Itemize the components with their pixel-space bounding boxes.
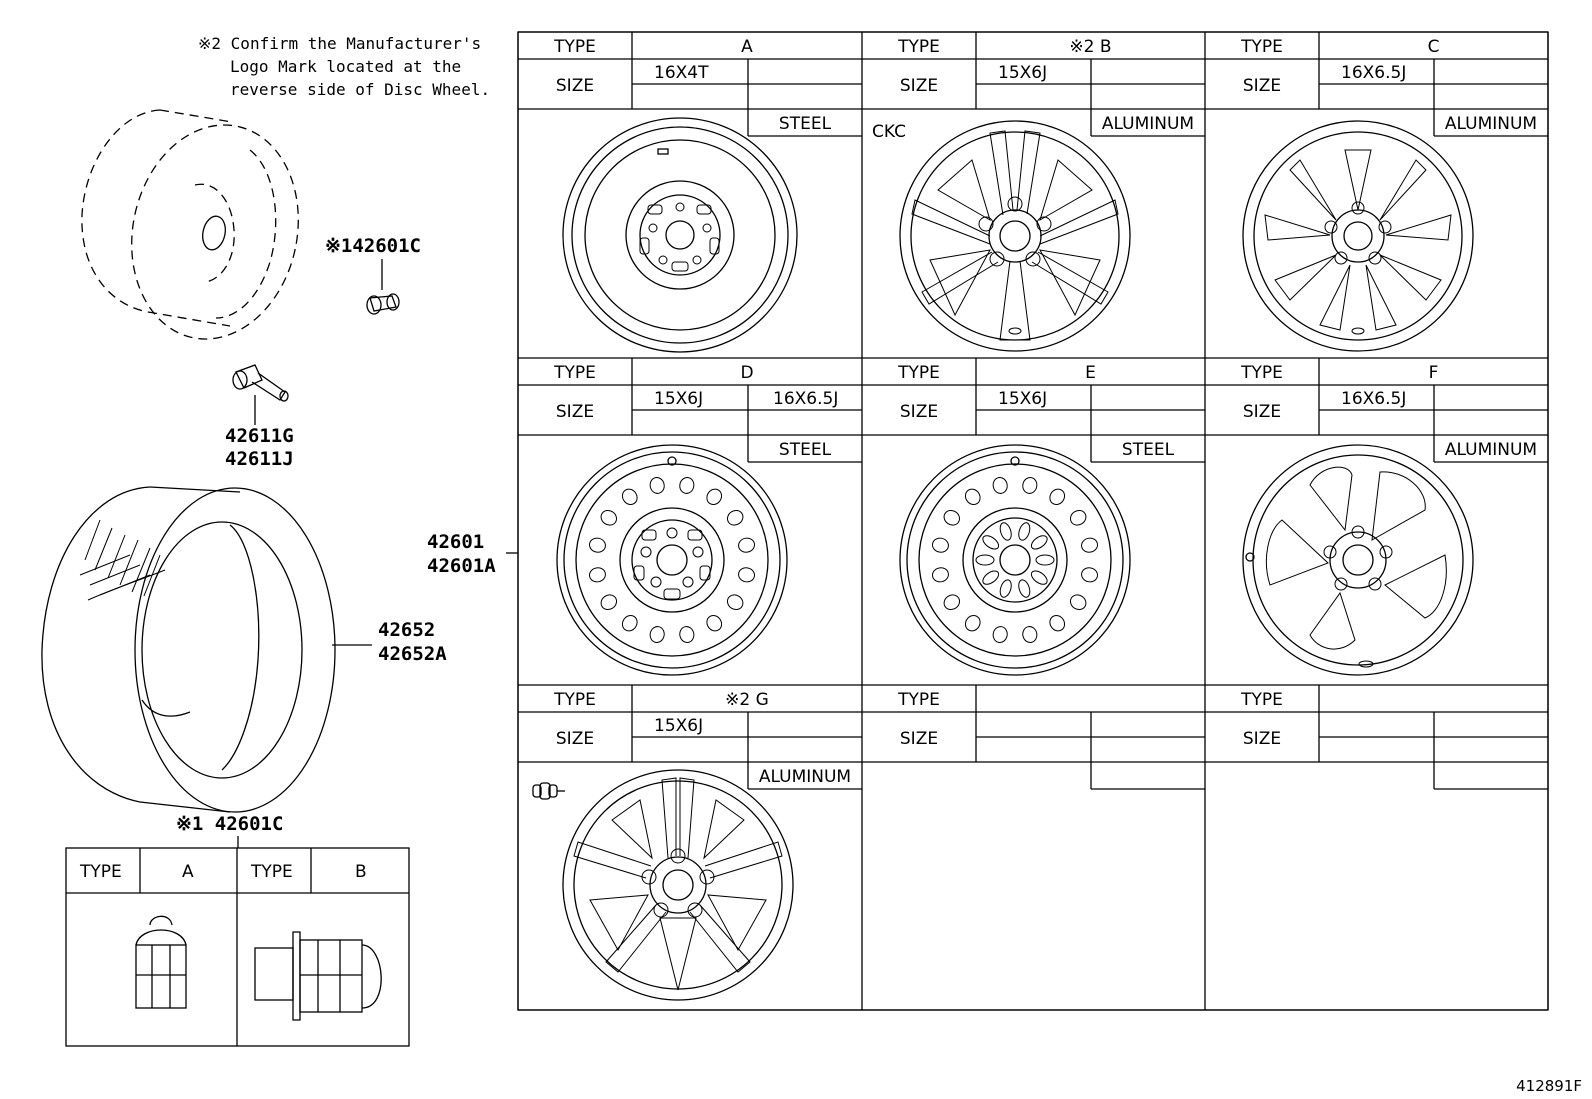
wheel-type-value: D xyxy=(740,363,753,383)
wheel-size-label: SIZE xyxy=(900,402,938,422)
wheel-type-value: C xyxy=(1428,37,1440,57)
nut-type-label-b: TYPE xyxy=(250,862,293,882)
wheel-size-value-1: 16X4T xyxy=(654,63,709,83)
note-line-3: reverse side of Disc Wheel. xyxy=(230,80,490,99)
wheel-table-grid xyxy=(517,31,1549,1011)
wheel-type-value: ※2 G xyxy=(725,690,769,710)
wheel-size-value-1: 16X6.5J xyxy=(1341,63,1406,83)
wheel-type-label: TYPE xyxy=(1240,690,1283,710)
diagram-id: 412891F xyxy=(1516,1077,1582,1095)
wheel-size-value-1: 15X6J xyxy=(998,389,1047,409)
wheel-a-drawing xyxy=(562,117,798,353)
wheel-g-drawing xyxy=(532,769,794,1001)
wheel-type-value: A xyxy=(741,37,753,57)
tire-label-1: 42652 xyxy=(378,619,435,641)
wheel-size-value-1: 16X6.5J xyxy=(1341,389,1406,409)
wheel-type-label: TYPE xyxy=(1240,37,1283,57)
wheel-f-drawing xyxy=(1242,444,1474,676)
valve-label-1: 42611G xyxy=(225,425,294,447)
wheel-material-value: ALUMINUM xyxy=(1445,440,1537,460)
wheel-material-value: ALUMINUM xyxy=(1102,114,1194,134)
wheel-size-value-1: 15X6J xyxy=(654,389,703,409)
note-line-1: ※2 Confirm the Manufacturer's xyxy=(198,34,481,53)
nut-type-label-a: TYPE xyxy=(79,862,122,882)
wheel-size-label: SIZE xyxy=(556,729,594,749)
wheel-c-drawing xyxy=(1242,120,1474,352)
wheel-type-label: TYPE xyxy=(553,363,596,383)
valve-drawing xyxy=(232,364,289,425)
wheel-type-value: ※2 B xyxy=(1069,37,1111,57)
hub-nut-top-label: ※142601C xyxy=(325,235,421,257)
nut-type-value-a: A xyxy=(182,862,194,882)
wheel-type-label: TYPE xyxy=(897,690,940,710)
wheel-label-1: 42601 xyxy=(427,531,484,553)
wheel-label-2: 42601A xyxy=(427,555,496,577)
wheel-size-value-1: 15X6J xyxy=(998,63,1047,83)
tire-drawing xyxy=(41,486,336,813)
nut-a-drawing xyxy=(135,915,187,1009)
wheel-type-label: TYPE xyxy=(897,37,940,57)
valve-label-2: 42611J xyxy=(225,448,294,470)
wheel-material-value: ALUMINUM xyxy=(759,767,851,787)
nut-type-value-b: B xyxy=(355,862,367,882)
tire-label-2: 42652A xyxy=(378,643,447,665)
wheel-size-value-1: 15X6J xyxy=(654,716,703,736)
wheel-size-value-2: 16X6.5J xyxy=(773,389,838,409)
wheel-type-label: TYPE xyxy=(897,363,940,383)
wheel-type-value: F xyxy=(1429,363,1439,383)
wheel-table-text: TYPE SIZE A 16X4T STEEL TYPE SIZE ※2 B 15X6J ALUM… xyxy=(553,37,1537,787)
wheel-material-value: STEEL xyxy=(1122,440,1175,460)
wheel-b-drawing xyxy=(899,120,1131,352)
wheel-material-value: ALUMINUM xyxy=(1445,114,1537,134)
valve-cap-icon xyxy=(532,782,565,800)
wheel-size-label: SIZE xyxy=(556,76,594,96)
hub-nut-top-drawing xyxy=(366,259,400,315)
wheel-size-label: SIZE xyxy=(1243,729,1281,749)
wheel-type-label: TYPE xyxy=(553,37,596,57)
wheel-material-value: STEEL xyxy=(779,114,832,134)
nut-b-drawing xyxy=(254,931,382,1021)
wheel-type-label: TYPE xyxy=(1240,363,1283,383)
wheel-material-value: STEEL xyxy=(779,440,832,460)
wheel-extra-label: CKC xyxy=(872,122,906,142)
nut-table xyxy=(65,847,410,1047)
wheel-type-value: E xyxy=(1085,363,1096,383)
wheel-size-label: SIZE xyxy=(900,729,938,749)
wheel-e-drawing xyxy=(899,444,1131,676)
spare-tire-drawing xyxy=(81,109,299,340)
wheel-size-label: SIZE xyxy=(556,402,594,422)
wheel-d-drawing xyxy=(556,444,788,676)
hub-nut-bottom-label: ※1 42601C xyxy=(176,813,283,835)
wheel-type-label: TYPE xyxy=(553,690,596,710)
wheel-size-label: SIZE xyxy=(1243,402,1281,422)
wheel-size-label: SIZE xyxy=(1243,76,1281,96)
note-line-2: Logo Mark located at the xyxy=(230,57,461,76)
wheel-size-label: SIZE xyxy=(900,76,938,96)
